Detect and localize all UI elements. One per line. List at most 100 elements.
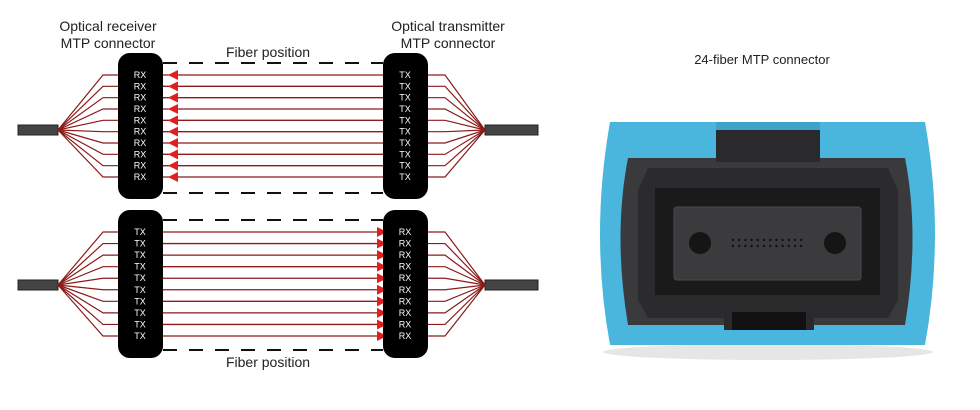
arrow-head: [168, 138, 178, 148]
fanout-fiber-left: [57, 284, 120, 302]
arrow-head: [168, 115, 178, 126]
fanout-fiber-right: [428, 254, 486, 286]
fiber-hole: [744, 244, 747, 248]
fanout-fiber-right: [428, 74, 486, 131]
fanout-fiber-left: [57, 284, 120, 337]
fiber-position-label-bottom: Fiber position: [226, 354, 310, 370]
pin-label-left: TX: [134, 331, 146, 341]
fanout-fiber-right: [428, 119, 486, 131]
pin-label-left: TX: [134, 273, 146, 283]
arrow-head: [377, 296, 387, 307]
arrow-head: [168, 70, 178, 80]
pin-label-right: RX: [399, 273, 412, 283]
fiber-hole: [738, 244, 741, 248]
connector-right: [383, 210, 428, 358]
pin-label-left: TX: [134, 308, 146, 318]
pin-label-left: RX: [134, 161, 147, 171]
arrow-head: [168, 81, 178, 92]
fanout-fiber-left: [57, 97, 120, 131]
pin-label-left: RX: [134, 81, 147, 91]
arrow-head: [377, 227, 387, 237]
fanout-fiber-right: [428, 284, 486, 337]
arrow-head: [377, 319, 387, 330]
fanout-fiber-left: [57, 119, 120, 131]
arrow-head: [168, 104, 178, 114]
fanout-fiber-left: [57, 74, 120, 131]
fiber-hole: [744, 238, 747, 242]
arrow-head: [168, 92, 178, 103]
fiber-hole: [793, 238, 797, 242]
fiber-hole: [762, 238, 766, 242]
fanout-fiber-right: [428, 284, 486, 326]
fanout-fiber-left: [57, 129, 120, 178]
fiber-hole: [738, 238, 741, 242]
fanout-fiber-left: [57, 129, 120, 144]
trunk-cable-right: [484, 279, 539, 291]
pin-label-right: RX: [399, 239, 412, 249]
pin-label-left: RX: [134, 93, 147, 103]
connector-left: [118, 53, 163, 199]
pin-label-right: TX: [399, 70, 411, 80]
fiber-holes: [731, 238, 803, 248]
connector-right: [383, 53, 428, 199]
fanout-fiber-left: [57, 129, 120, 133]
pin-label-right: RX: [399, 296, 412, 306]
fiber-hole: [756, 244, 759, 248]
transmitter-label-line1: Optical transmitter: [391, 18, 505, 34]
fanout-fiber-right: [428, 129, 486, 144]
pin-label-right: TX: [399, 104, 411, 114]
fanout-fiber-right: [428, 284, 486, 314]
pin-label-left: TX: [134, 239, 146, 249]
fanout-fiber-left: [57, 266, 120, 286]
fiber-hole: [731, 238, 735, 242]
fanout-fiber-right: [428, 266, 486, 286]
pin-label-right: TX: [399, 172, 411, 182]
fanout-fiber-right: [428, 129, 486, 178]
pin-label-left: RX: [134, 70, 147, 80]
fiber-hole: [787, 238, 790, 242]
fanout-fiber-left: [57, 242, 120, 286]
arrow-head: [168, 149, 178, 160]
fiber-hole: [750, 238, 753, 242]
fanout-fiber-right: [428, 284, 486, 291]
pin-label-right: RX: [399, 262, 412, 272]
arrow-head: [377, 331, 387, 341]
receiver-label-line2: MTP connector: [61, 35, 156, 51]
trunk-cable-left: [17, 279, 59, 291]
fanout-fiber-left: [57, 284, 120, 326]
fanout-fiber-left: [57, 277, 120, 286]
arrow-head: [168, 160, 178, 171]
arrow-head: [168, 172, 178, 182]
fiber-hole: [800, 244, 803, 248]
pin-label-left: TX: [134, 319, 146, 329]
arrow-head: [377, 307, 387, 318]
pin-label-left: TX: [134, 227, 146, 237]
fiber-hole: [769, 238, 772, 242]
pin-label-right: TX: [399, 127, 411, 137]
fanout-fiber-left: [57, 108, 120, 131]
arrow-head: [377, 261, 387, 272]
pin-label-right: RX: [399, 319, 412, 329]
arrow-head: [377, 238, 387, 249]
arrow-head: [168, 126, 178, 137]
pin-label-left: RX: [134, 115, 147, 125]
fanout-fiber-right: [428, 129, 486, 155]
fiber-hole: [769, 244, 772, 248]
photo-title: 24-fiber MTP connector: [694, 52, 830, 67]
pin-label-right: TX: [399, 81, 411, 91]
connector-left: [118, 210, 163, 358]
pin-label-right: TX: [399, 149, 411, 159]
fanout-fiber-right: [428, 85, 486, 131]
pin-label-left: RX: [134, 127, 147, 137]
pin-label-left: RX: [134, 138, 147, 148]
fiber-hole: [750, 244, 753, 248]
fiber-hole: [781, 238, 784, 242]
fanout-fiber-right: [428, 129, 486, 167]
pin-label-left: TX: [134, 262, 146, 272]
pin-label-left: RX: [134, 149, 147, 159]
trunk-cable-left: [17, 124, 59, 136]
fiber-hole: [756, 238, 759, 242]
